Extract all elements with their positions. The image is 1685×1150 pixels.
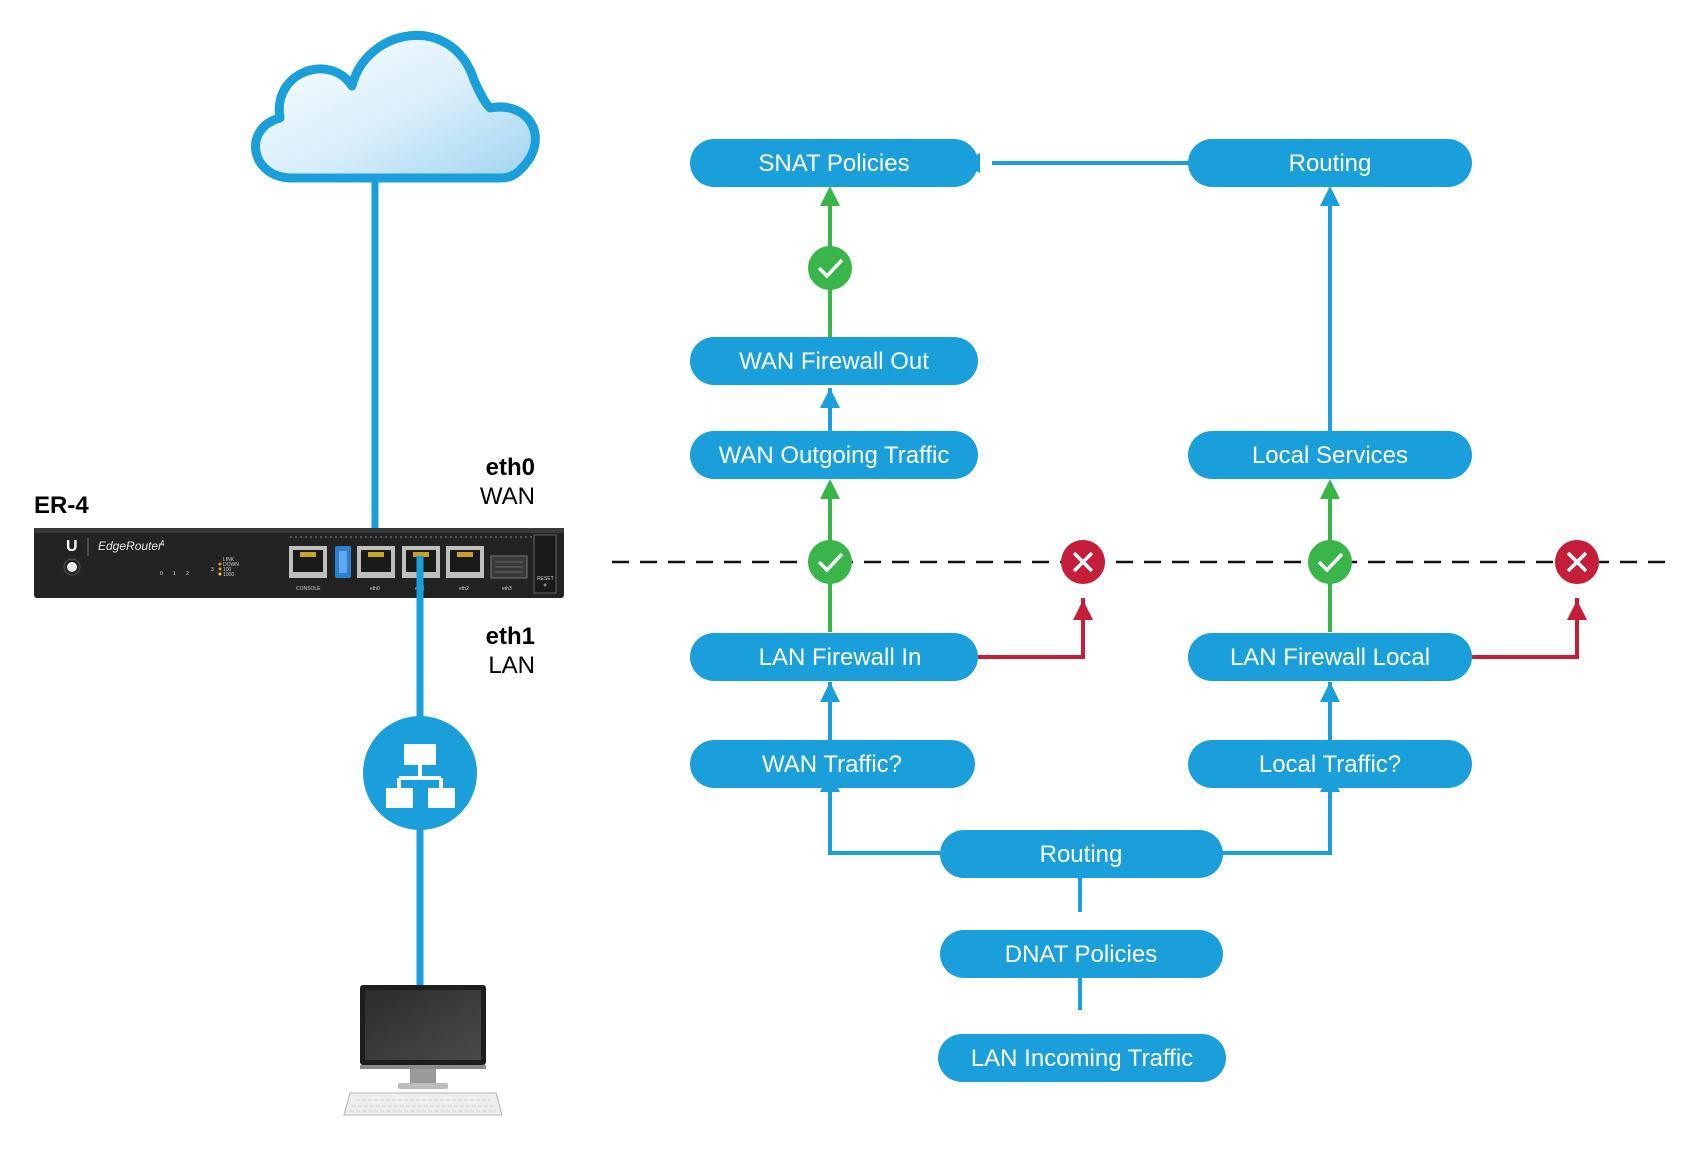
cloud-icon [251,30,540,183]
eth2-port: eth2 [446,546,484,592]
console-port: CONSOLE [289,546,327,592]
eth0-role-label: WAN [480,483,535,510]
block-icon [1061,540,1105,584]
svg-text:LAN Firewall In: LAN Firewall In [759,644,922,671]
ubiquiti-logo: U [66,538,78,555]
device-model-label: ER-4 [34,492,89,519]
svg-text:DOWN: DOWN [223,562,239,568]
eth3-sfp-port: eth3 [490,555,528,592]
svg-text:SNAT Policies: SNAT Policies [758,150,909,177]
eth1-role-label: LAN [488,652,535,679]
status-leds: 0 1 2 3 LINK DOWN 100 1000 [160,557,239,578]
node-local-traffic-decision: Local Traffic? [1188,740,1472,788]
node-lan-incoming-traffic: LAN Incoming Traffic [938,1034,1226,1082]
node-dnat-policies: DNAT Policies [940,930,1223,978]
flow-connectors [828,161,1579,1010]
svg-text:Local Traffic?: Local Traffic? [1259,751,1401,778]
svg-text:LINK: LINK [223,557,235,563]
svg-text:WAN Outgoing Traffic: WAN Outgoing Traffic [719,442,950,469]
svg-text:WAN Traffic?: WAN Traffic? [762,751,902,778]
reset-button: RESET [533,534,557,594]
svg-text:eth0: eth0 [370,586,380,592]
node-routing-bottom: Routing [940,830,1223,878]
node-lan-firewall-local: LAN Firewall Local [1188,633,1472,681]
power-led [67,562,77,572]
block-icon [1555,540,1599,584]
eth0-port: eth0 [357,546,395,592]
node-local-services: Local Services [1188,431,1472,479]
svg-text:100: 100 [223,567,232,573]
edgerouter-device: U EdgeRouter 4 0 1 2 3 LINK DOWN 100 100… [34,528,564,598]
check-icon [808,540,852,584]
svg-text:1000: 1000 [223,572,234,578]
svg-text:eth2: eth2 [459,586,469,592]
eth0-name-label: eth0 [486,454,535,481]
node-wan-firewall-out: WAN Firewall Out [690,337,978,385]
svg-text:LAN Incoming Traffic: LAN Incoming Traffic [971,1045,1193,1072]
eth1-name-label: eth1 [486,623,535,650]
brand-suffix: 4 [160,539,165,548]
check-icon [1308,540,1352,584]
svg-text:0: 0 [160,571,163,577]
svg-text:LAN Firewall Local: LAN Firewall Local [1230,644,1430,671]
svg-text:3: 3 [211,567,214,573]
node-snat-policies: SNAT Policies [690,139,978,187]
node-routing-top: Routing [1188,139,1472,187]
usb-port [335,546,351,578]
svg-text:Routing: Routing [1040,841,1123,868]
svg-text:2: 2 [186,571,189,577]
svg-text:RESET: RESET [537,576,554,582]
brand-label: EdgeRouter [98,539,163,553]
node-wan-outgoing-traffic: WAN Outgoing Traffic [690,431,978,479]
svg-text:Local Services: Local Services [1252,442,1408,469]
node-lan-firewall-in: LAN Firewall In [690,633,978,681]
network-switch-icon [363,716,477,830]
svg-text:DNAT Policies: DNAT Policies [1005,941,1157,968]
check-icon [808,246,852,290]
svg-text:Routing: Routing [1289,150,1372,177]
svg-text:WAN Firewall Out: WAN Firewall Out [739,348,929,375]
desktop-computer-icon [343,985,503,1116]
svg-text:1: 1 [173,571,176,577]
node-wan-traffic-decision: WAN Traffic? [690,740,975,788]
svg-text:CONSOLE: CONSOLE [296,586,321,592]
svg-text:eth3: eth3 [502,586,512,592]
